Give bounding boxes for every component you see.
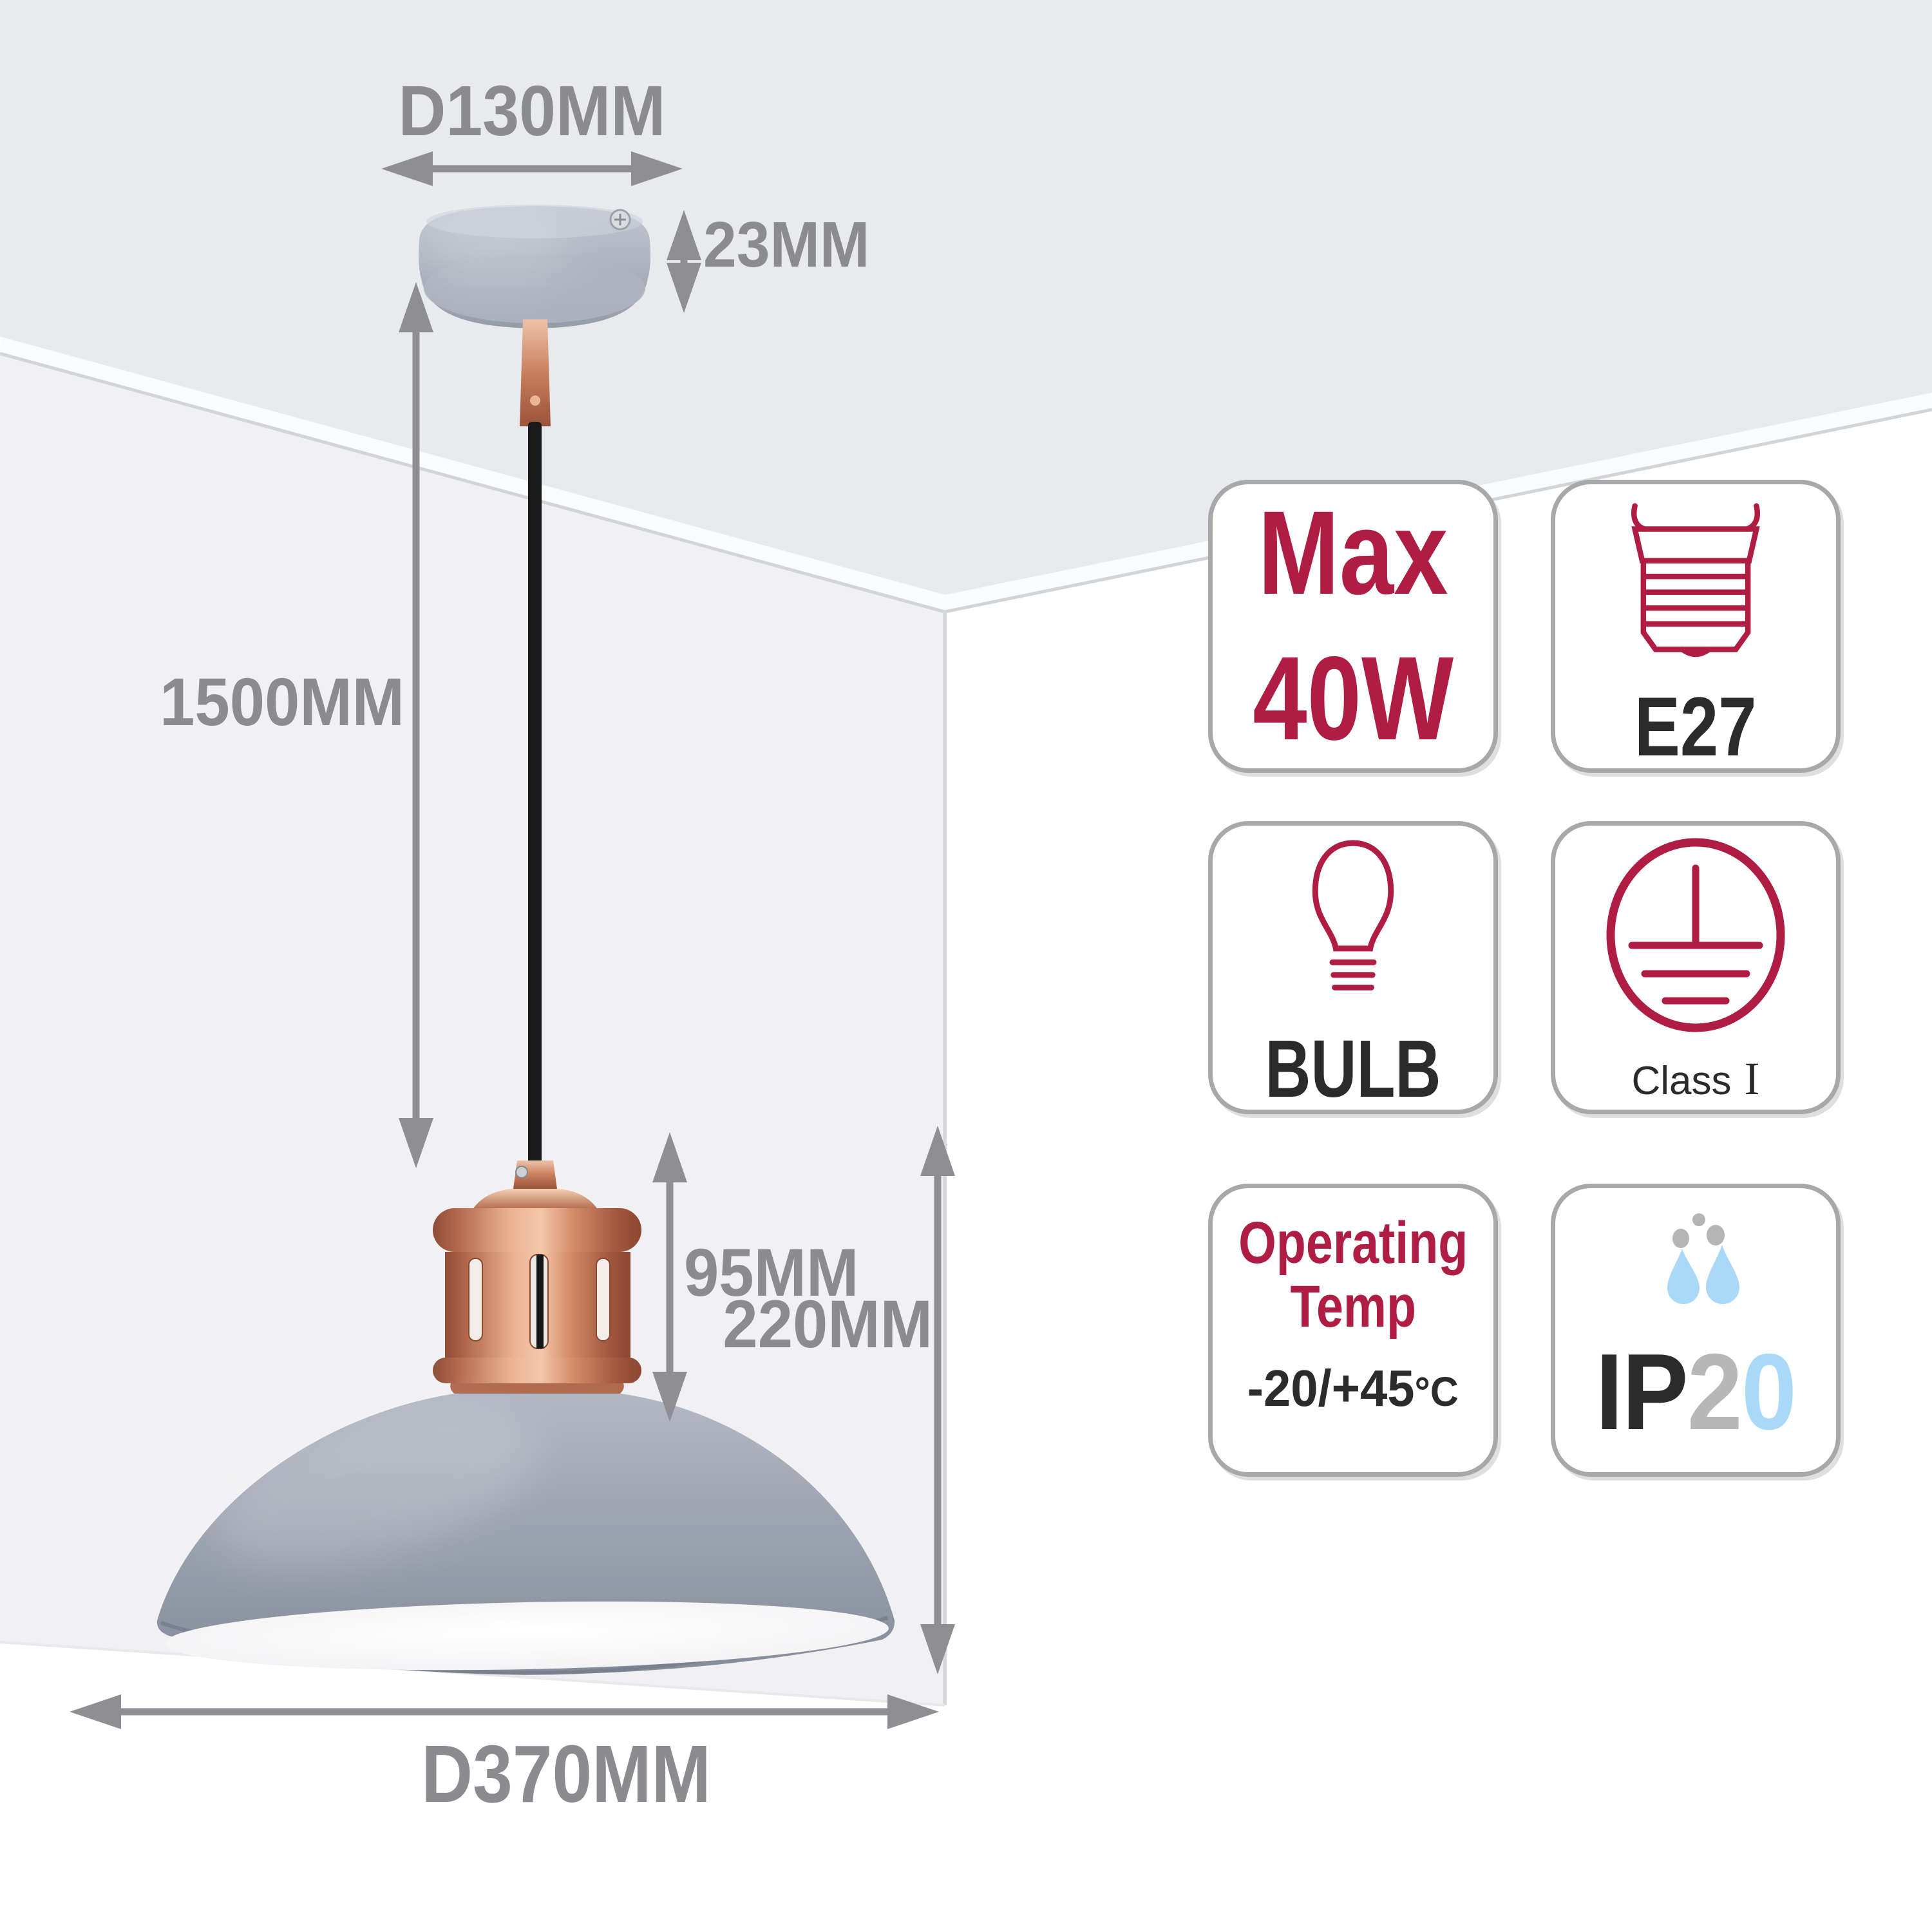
dimension-arrows	[70, 151, 955, 1729]
operating-temp-line1: Operating	[1238, 1210, 1468, 1276]
badge-max-wattage: Max 40W	[1208, 480, 1498, 773]
bulb-label: BULB	[1265, 1023, 1441, 1114]
badge-protection-class: Class I	[1551, 821, 1841, 1114]
socket-label: E27	[1634, 679, 1757, 773]
ceiling-plane	[0, 0, 1932, 595]
label-shade-height: 220MM	[723, 1287, 933, 1362]
class-numeral: I	[1744, 1053, 1760, 1104]
badge-bulb: BULB	[1208, 821, 1498, 1114]
ceiling-edge-highlight	[0, 337, 1932, 612]
bulb-icon	[1312, 840, 1394, 990]
operating-temp-value: -20/+45	[1247, 1359, 1415, 1417]
class-label: Class	[1631, 1059, 1732, 1103]
dim-arrow-canopy-height	[667, 210, 701, 313]
dim-arrow-shade-height	[920, 1126, 955, 1674]
operating-temp-unit: °C	[1414, 1368, 1459, 1415]
badge-operating-temp: Operating Temp -20/+45°C	[1208, 1184, 1498, 1477]
label-drop-length: 1500MM	[160, 665, 405, 740]
left-wall-plane	[0, 345, 945, 1705]
class1-earth-icon	[1606, 838, 1785, 1032]
dim-arrow-shade-diameter	[70, 1694, 939, 1729]
max-wattage-line2: 40W	[1253, 632, 1454, 765]
label-fitting-height: 95MM	[684, 1235, 859, 1311]
fitting-vents	[468, 1254, 611, 1349]
suspension-cable	[528, 422, 542, 1164]
e27-socket-icon	[1631, 503, 1760, 658]
label-shade-diameter: D370MM	[421, 1728, 711, 1819]
ip-prefix: IP	[1595, 1331, 1689, 1452]
badge-ip-rating: IP20	[1551, 1184, 1841, 1477]
shade-inner-face	[165, 1601, 889, 1671]
dim-arrow-fitting-height	[652, 1132, 687, 1422]
dome-shade	[156, 1394, 895, 1676]
fitting-screw-icon	[515, 1166, 528, 1179]
dim-arrow-drop-length	[399, 282, 433, 1168]
room-background	[0, 0, 1932, 1707]
wall-bottom-line	[0, 1641, 945, 1707]
operating-temp-line2: Temp	[1290, 1274, 1416, 1340]
ip-digit-1: 2	[1687, 1331, 1743, 1452]
label-canopy-height: 23MM	[703, 209, 870, 281]
max-wattage-line1: Max	[1258, 486, 1448, 620]
cord-grip-screw-icon	[530, 395, 540, 406]
ceiling-rose	[419, 205, 650, 426]
copper-fitting	[433, 1160, 641, 1399]
canopy-screw-icon	[609, 209, 631, 231]
water-drops-icon	[1667, 1213, 1739, 1304]
ip-digit-2: 0	[1741, 1331, 1797, 1452]
badge-socket: E27	[1551, 480, 1841, 773]
label-canopy-diameter: D130MM	[398, 71, 666, 151]
cord-grip	[520, 319, 551, 426]
dim-arrow-canopy-diameter	[381, 151, 683, 186]
